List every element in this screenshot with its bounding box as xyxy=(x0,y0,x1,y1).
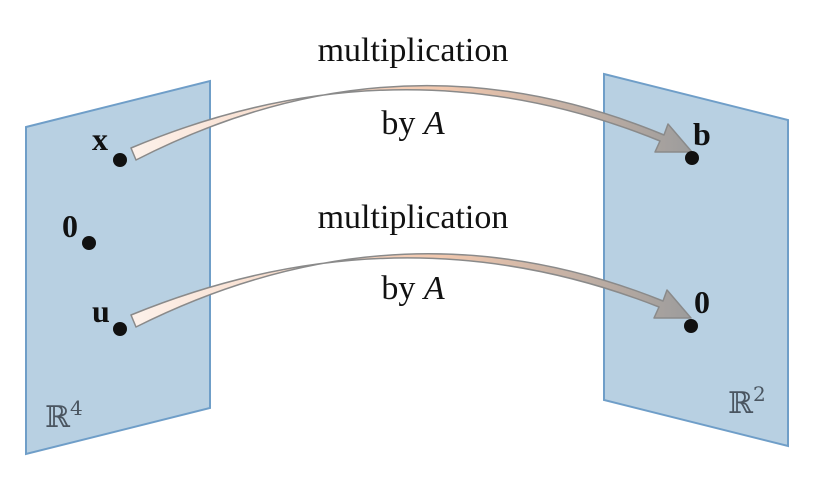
point-zero-codomain-dot xyxy=(684,319,698,333)
matrix-A-label: A xyxy=(422,270,445,307)
mapping-bottom-line2: by A xyxy=(381,270,445,307)
codomain-space-label: ℝ2 xyxy=(728,382,766,421)
point-zero-codomain-label: 0 xyxy=(694,284,710,320)
mapping-top-line2: by A xyxy=(381,105,445,142)
mapping-arrow-top xyxy=(130,84,693,161)
point-zero-domain-label: 0 xyxy=(62,208,78,244)
domain-space-label: ℝ4 xyxy=(45,396,83,435)
point-x-dot xyxy=(113,153,127,167)
codomain-plane xyxy=(603,72,789,448)
point-x-label: x xyxy=(92,121,108,157)
point-u-label: u xyxy=(92,293,110,329)
point-u-dot xyxy=(113,322,127,336)
matrix-A-label: A xyxy=(422,105,445,142)
point-b-dot xyxy=(685,151,699,165)
point-b-label: b xyxy=(693,116,711,152)
mapping-arrow-bottom xyxy=(130,253,692,328)
mapping-bottom-line1: multiplication xyxy=(318,199,509,236)
point-zero-domain-dot xyxy=(82,236,96,250)
domain-plane xyxy=(25,79,211,456)
mapping-top-line1: multiplication xyxy=(318,32,509,69)
